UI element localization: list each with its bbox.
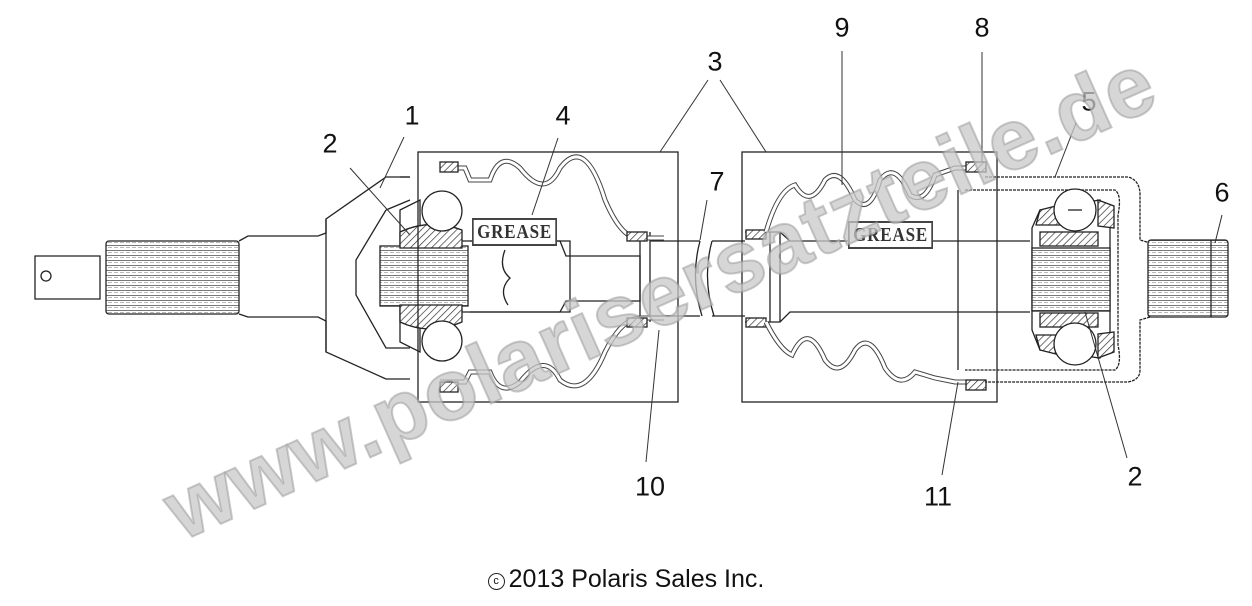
callout-2-right: 2 [1127,461,1143,492]
callout-9: 9 [834,12,850,43]
callout-1: 1 [404,100,420,131]
grease-label-right: GREASE [848,221,934,249]
callout-10: 10 [634,471,666,502]
callout-7: 7 [709,166,725,197]
callout-3: 3 [707,46,723,77]
callout-5: 5 [1081,86,1097,117]
boot-kit-box-left [417,151,679,403]
left-stub-shaft [34,176,469,380]
callout-8: 8 [974,12,990,43]
grease-label-left: GREASE [472,218,558,246]
callout-4: 4 [555,100,571,131]
copyright-icon: c [487,573,505,590]
callout-6: 6 [1214,177,1230,208]
callout-11: 11 [923,481,953,512]
right-outer-joint [965,176,1229,383]
copyright-text: 2013 Polaris Sales Inc. [508,565,765,593]
callout-2-left: 2 [322,128,338,159]
boot-kit-box-right [741,151,998,403]
leader-lines [349,51,1223,476]
